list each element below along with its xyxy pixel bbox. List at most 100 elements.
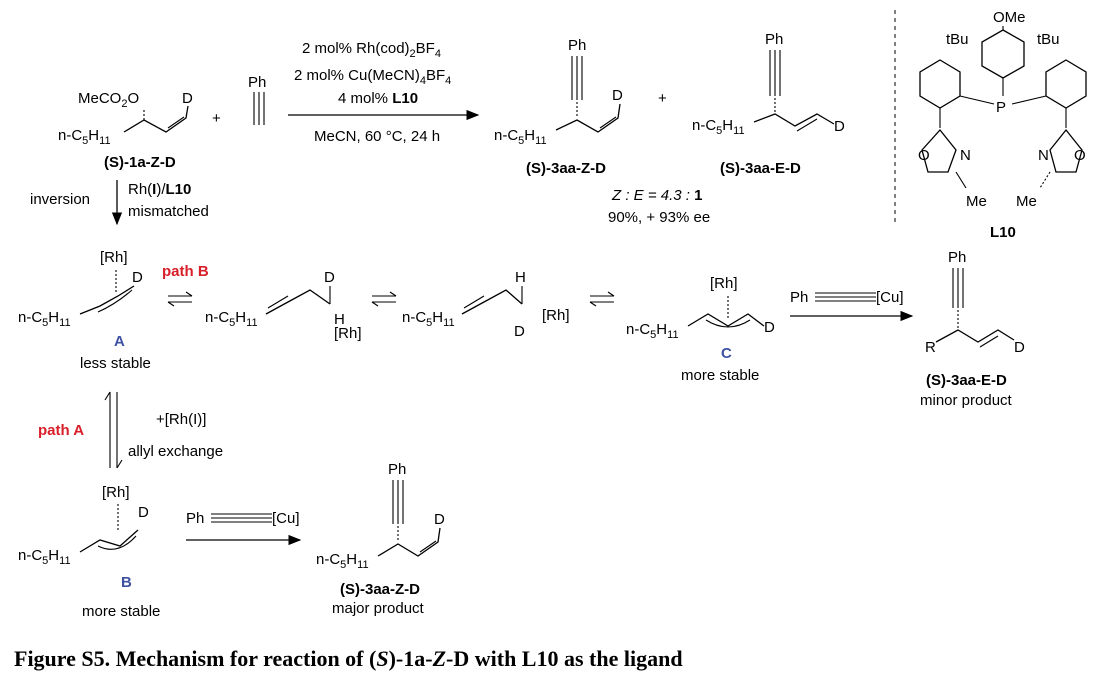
figure-caption: Figure S5. Mechanism for reaction of (S)…	[14, 646, 683, 672]
figure-label: Figure S5	[14, 646, 105, 671]
intermediate-c: [Rh] n-C5H11 D C more stable	[626, 275, 775, 384]
nitrogen-right: N	[1038, 147, 1049, 164]
deuterium-label: D	[434, 511, 445, 528]
r-group-label: R	[925, 339, 936, 356]
phenyl-label: Ph	[765, 31, 783, 48]
phenyl-label: Ph	[568, 37, 586, 54]
rhodium-label: [Rh]	[710, 275, 738, 292]
condition-ligand: 4 mol% L10	[338, 90, 418, 107]
pentyl-group: n-C5H11	[494, 127, 547, 147]
pentyl-group: n-C5H11	[402, 309, 455, 329]
allyl-exchange-arrows	[104, 391, 123, 469]
nitrogen-left: N	[960, 147, 971, 164]
methyl-left: Me	[966, 193, 987, 210]
product-z-major: Ph n-C5H11 D (S)-3aa-Z-D major product	[316, 461, 445, 617]
copper-label: [Cu]	[876, 289, 904, 306]
tbu-right: tBu	[1037, 31, 1060, 48]
plus-sign-2: +	[658, 90, 667, 107]
path-a-label: path A	[38, 422, 84, 439]
ze-ratio: Z : E = 4.3 : 1	[611, 187, 702, 204]
deuterium-label: D	[834, 118, 845, 135]
product-z-name: (S)-3aa-Z-D	[340, 581, 420, 598]
caption-text-2: )-1a-	[388, 646, 433, 671]
starting-material: MeCO2O D n-C5H11 (S)-1a-Z-D	[58, 90, 193, 171]
product-e-minor: Ph R D (S)-3aa-E-D minor product	[920, 249, 1025, 409]
allyl-exchange-label: allyl exchange	[128, 443, 223, 460]
minor-product-label: minor product	[920, 392, 1013, 409]
caption-separator: .	[104, 646, 116, 671]
condition-rh: 2 mol% Rh(cod)2BF4	[302, 40, 441, 60]
deuterium-label: D	[324, 269, 335, 286]
rh-l10-label: Rh(I)/L10	[128, 181, 191, 198]
less-stable-label: less stable	[80, 355, 151, 372]
methoxy-label: OMe	[993, 9, 1026, 26]
product-e-top: Ph n-C5H11 D (S)-3aa-E-D	[692, 31, 845, 177]
reaction-conditions: 2 mol% Rh(cod)2BF4 2 mol% Cu(MeCN)4BF4 4…	[288, 40, 480, 145]
deuterium-label: D	[182, 90, 193, 107]
label-c: C	[721, 345, 732, 362]
deuterium-label: D	[1014, 339, 1025, 356]
pentyl-group: n-C5H11	[58, 127, 111, 147]
label-a: A	[114, 333, 125, 350]
oxygen-left: O	[918, 147, 930, 164]
caption-text-1: Mechanism for reaction of (	[115, 646, 377, 671]
rhodium-label: [Rh]	[100, 249, 128, 266]
phenyl-label: Ph	[948, 249, 966, 266]
product-z-top: Ph n-C5H11 D (S)-3aa-Z-D	[494, 37, 623, 177]
mismatched-label: mismatched	[128, 203, 209, 220]
label-b: B	[121, 574, 132, 591]
phenyl-label-reagent: Ph	[248, 74, 266, 91]
sigma-allyl-1: n-C5H11 D H [Rh]	[205, 269, 362, 342]
ligand-l10: OMe tBu tBu P O N Me O N Me L10	[918, 9, 1087, 241]
tbu-left: tBu	[946, 31, 969, 48]
caption-z: Z	[432, 646, 447, 671]
equilibrium-arrows	[167, 291, 615, 307]
copper-label: [Cu]	[272, 510, 300, 527]
phenylacetylene: Ph	[248, 74, 266, 125]
condition-solvent: MeCN, 60 °C, 24 h	[314, 128, 440, 145]
pentyl-group: n-C5H11	[18, 309, 71, 329]
ligand-name: L10	[990, 224, 1016, 241]
condition-cu: 2 mol% Cu(MeCN)4BF4	[294, 67, 451, 87]
caption-text-3: -D with L10 as the ligand	[446, 646, 683, 671]
more-stable-label: more stable	[82, 603, 160, 620]
phenyl-label: Ph	[186, 510, 204, 527]
rhodium-label: [Rh]	[334, 325, 362, 342]
cu-acetylide-reagent-1: Ph [Cu]	[790, 289, 914, 322]
starting-material-name: (S)-1a-Z-D	[104, 154, 176, 171]
deuterium-label: D	[132, 269, 143, 286]
phosphorus-label: P	[996, 99, 1006, 116]
intermediate-b: [Rh] D n-C5H11 B more stable	[18, 484, 160, 620]
product-e-name: (S)-3aa-E-D	[720, 160, 801, 177]
add-rh-label: +[Rh(I)]	[156, 411, 206, 428]
pentyl-group: n-C5H11	[18, 547, 71, 567]
pentyl-group: n-C5H11	[692, 117, 745, 137]
rhodium-label: [Rh]	[102, 484, 130, 501]
caption-s: S	[376, 646, 389, 671]
yield-ee: 90%, + 93% ee	[608, 209, 710, 226]
sigma-allyl-2: n-C5H11 H D [Rh]	[402, 269, 570, 340]
acetoxy-group: MeCO2O	[78, 90, 139, 110]
deuterium-label: D	[764, 319, 775, 336]
plus-sign-1: +	[212, 110, 221, 127]
pentyl-group: n-C5H11	[205, 309, 258, 329]
pentyl-group: n-C5H11	[626, 321, 679, 341]
hydrogen-label: H	[334, 311, 345, 328]
phenyl-label: Ph	[388, 461, 406, 478]
pentyl-group: n-C5H11	[316, 551, 369, 571]
more-stable-label: more stable	[681, 367, 759, 384]
product-z-name: (S)-3aa-Z-D	[526, 160, 606, 177]
rhodium-label: [Rh]	[542, 307, 570, 324]
path-b-label: path B	[162, 263, 209, 280]
cu-acetylide-reagent-2: Ph [Cu]	[186, 510, 302, 546]
methyl-right: Me	[1016, 193, 1037, 210]
intermediate-a: [Rh] D n-C5H11 A less stable	[18, 249, 151, 372]
deuterium-label: D	[138, 504, 149, 521]
phenyl-label: Ph	[790, 289, 808, 306]
major-product-label: major product	[332, 600, 425, 617]
deuterium-label: D	[514, 323, 525, 340]
deuterium-label: D	[612, 87, 623, 104]
inversion-label: inversion	[30, 191, 90, 208]
oxygen-right: O	[1074, 147, 1086, 164]
